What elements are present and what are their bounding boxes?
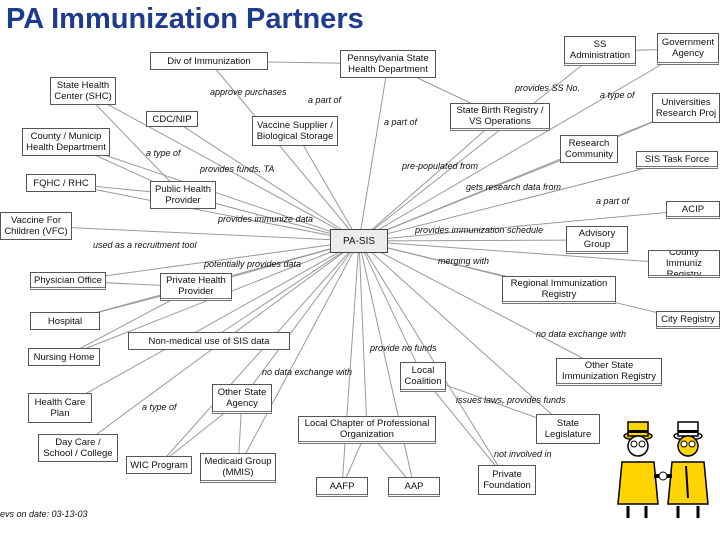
revision-date-footer: evs on date: 03-13-03 xyxy=(0,509,88,519)
link-line xyxy=(208,60,360,242)
link-line xyxy=(237,240,360,469)
node-medicaid-group[interactable]: Medicaid Group (MMIS) xyxy=(200,453,276,483)
label-gets-research-data-from: gets research data from xyxy=(466,182,562,192)
link-line xyxy=(341,240,360,488)
link-line xyxy=(82,90,360,242)
link-line xyxy=(208,240,360,342)
node-state-health-center[interactable]: State Health Center (SHC) xyxy=(50,77,116,105)
node-vaccine-supplier[interactable]: Vaccine Supplier / Biological Storage xyxy=(252,116,338,146)
node-hospital[interactable]: Hospital xyxy=(30,312,100,330)
label-provides-immunize-data: provides immunize data xyxy=(218,214,314,224)
label-provides-funds-ta: provides funds, TA xyxy=(200,164,275,174)
node-vfc[interactable]: Vaccine For Children (VFC) xyxy=(0,212,72,240)
link-line xyxy=(358,240,685,265)
node-aap[interactable]: AAP xyxy=(388,477,440,497)
node-nursing-home[interactable]: Nursing Home xyxy=(28,348,100,366)
link-line xyxy=(294,130,360,242)
label-provides-immunization-schedule: provides immunization schedule xyxy=(415,225,544,235)
node-local-chapter[interactable]: Local Chapter of Professional Organizati… xyxy=(298,416,436,444)
label-a-type-of: a type of xyxy=(600,90,635,100)
node-fqhc[interactable]: FQHC / RHC xyxy=(26,174,96,192)
handshake-clipart-icon xyxy=(617,421,709,518)
node-regional-registry[interactable]: Regional Immunization Registry xyxy=(502,276,616,304)
node-city-registry[interactable]: City Registry xyxy=(656,311,720,329)
link-line xyxy=(358,239,598,242)
node-private-foundation[interactable]: Private Foundation xyxy=(478,465,536,495)
node-research-community[interactable]: Research Community xyxy=(560,135,618,163)
page-title: PA Immunization Partners xyxy=(6,3,364,35)
node-sis-task-force[interactable]: SIS Task Force xyxy=(636,151,718,169)
label-issues-laws-provides-funds: issues laws, provides funds xyxy=(456,395,566,405)
link-line xyxy=(358,209,694,242)
link-line xyxy=(67,240,360,282)
link-line xyxy=(358,240,368,431)
label-approve-purchases: approve purchases xyxy=(210,87,287,97)
label-a-part-of: a part of xyxy=(384,117,418,127)
link-line xyxy=(358,63,389,242)
node-county-immun-registry[interactable]: County Immuniz Registry xyxy=(648,250,720,278)
node-acip[interactable]: ACIP xyxy=(666,201,720,219)
node-birth-registry[interactable]: State Birth Registry / VS Operations xyxy=(450,103,550,131)
node-pa-health-dept[interactable]: Pennsylvania State Health Department xyxy=(340,50,436,78)
link-line xyxy=(358,240,415,488)
node-physician-office[interactable]: Physician Office xyxy=(30,272,106,290)
node-pa-sis[interactable]: PA-SIS xyxy=(330,229,388,253)
label-pre-populated-from: pre-populated from xyxy=(402,161,479,171)
link-line xyxy=(358,240,424,378)
label-used-as-recruitment-tool: used as a recruitment tool xyxy=(93,240,197,250)
label-a-type-of: a type of xyxy=(142,402,177,412)
link-line xyxy=(422,376,508,481)
node-nonmedical-use[interactable]: Non-medical use of SIS data xyxy=(128,332,290,350)
node-div-immunization[interactable]: Div of Immunization xyxy=(150,52,268,70)
node-cdc-nip[interactable]: CDC/NIP xyxy=(146,111,198,127)
link-line xyxy=(358,148,590,242)
node-advisory-group[interactable]: Advisory Group xyxy=(566,226,628,254)
node-state-legislature[interactable]: State Legislature xyxy=(536,414,600,444)
label-provide-no-funds: provide no funds xyxy=(370,343,437,353)
label-a-type-of: a type of xyxy=(146,148,181,158)
label-a-part-of: a part of xyxy=(308,95,342,105)
label-a-part-of: a part of xyxy=(596,196,630,206)
link-line xyxy=(241,240,360,400)
link-line xyxy=(358,240,508,481)
node-health-care-plan[interactable]: Health Care Plan xyxy=(28,393,92,423)
link-line xyxy=(358,48,689,242)
node-local-coalition[interactable]: Local Coalition xyxy=(400,362,446,392)
node-ss-admin[interactable]: SS Administration xyxy=(564,36,636,66)
node-wic-program[interactable]: WIC Program xyxy=(126,456,192,474)
node-aafp[interactable]: AAFP xyxy=(316,477,368,497)
node-other-state-registry[interactable]: Other State Immunization Registry xyxy=(556,358,662,386)
link-line xyxy=(60,182,360,242)
label-not-involved-in: not involved in xyxy=(494,449,552,459)
link-line xyxy=(171,118,360,242)
label-no-data-exchange-with: no data exchange with xyxy=(262,367,353,377)
label-provides-ss-no: provides SS No. xyxy=(515,83,581,93)
link-line xyxy=(82,90,184,196)
node-county-health[interactable]: County / Municip Health Department xyxy=(22,128,110,156)
node-other-state-agency[interactable]: Other State Agency xyxy=(212,384,272,414)
node-day-care[interactable]: Day Care / School / College xyxy=(38,434,118,462)
link-line xyxy=(358,240,610,373)
link-line xyxy=(358,50,601,242)
node-gov-agency[interactable]: Government Agency xyxy=(657,33,719,65)
link-line xyxy=(358,240,569,430)
link-line xyxy=(358,159,678,242)
node-private-health-provider[interactable]: Private Health Provider xyxy=(160,273,232,301)
label-no-data-exchange-with: no data exchange with xyxy=(536,329,627,339)
link-line xyxy=(35,225,360,242)
label-merging-with: merging with xyxy=(438,256,490,266)
link-line xyxy=(59,240,360,409)
label-potentially-provides-data: potentially provides data xyxy=(204,259,302,269)
node-public-health-provider[interactable]: Public Health Provider xyxy=(150,181,216,209)
link-line xyxy=(358,116,501,242)
node-universities[interactable]: Universities Research Proj xyxy=(652,93,720,123)
link-line xyxy=(158,240,360,466)
